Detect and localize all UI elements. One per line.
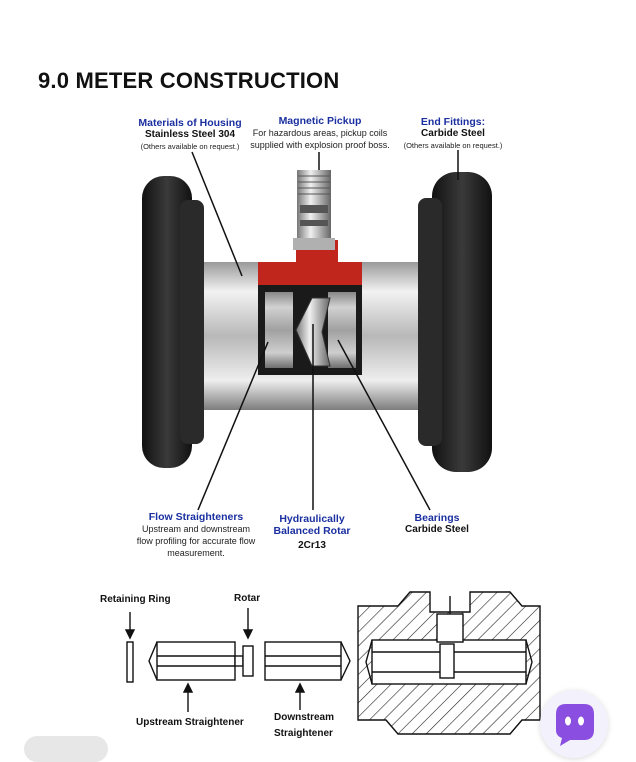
callout-pickup-line1: For hazardous areas, pickup coils [252,128,388,138]
leader-lines [191,150,459,511]
left-flange [142,176,204,468]
callout-straighteners-line1: Upstream and downstream [141,524,251,534]
callout-rotar-title1: Hydraulically [279,513,345,525]
callout-fittings-note: (Others available on request.) [403,141,503,150]
callout-housing-note: (Others available on request.) [140,142,240,151]
callout-pickup: Magnetic Pickup For hazardous areas, pic… [242,115,398,151]
callout-bearings-material: Carbide Steel [405,524,469,535]
assembly-diagram [124,608,351,712]
callout-bearings-title: Bearings [414,512,460,524]
callout-straighteners: Flow Straighteners Upstream and downstre… [124,511,268,559]
callout-housing-title: Materials of Housing [138,117,242,129]
diagram-rotar-label: Rotar [234,593,261,604]
callout-bearings: Bearings Carbide Steel [396,512,478,536]
callout-fittings-title: End Fittings: [420,116,486,128]
callout-housing-material: Stainless Steel 304 [144,129,236,140]
section-title: 9.0 METER CONSTRUCTION [38,68,340,93]
diagram-downstream-label-1: Downstream [274,712,335,723]
callout-pickup-line2: supplied with explosion proof boss. [250,140,390,150]
callout-pickup-title: Magnetic Pickup [278,115,362,127]
diagram-retaining-ring-label: Retaining Ring [100,594,171,605]
callout-straighteners-line3: measurement. [167,548,225,558]
page-indicator-pill[interactable] [24,736,108,762]
callout-fittings: End Fittings: Carbide Steel (Others avai… [398,116,508,152]
magnetic-pickup [293,170,335,250]
assistant-button[interactable] [540,690,608,758]
callout-rotar-title2: Balanced Rotar [273,525,351,537]
housing-cutaway [258,240,362,285]
assistant-icon [556,704,594,746]
diagram-downstream-label-2: Straightener [274,728,333,739]
callout-housing: Materials of Housing Stainless Steel 304… [120,117,260,153]
callout-fittings-material: Carbide Steel [421,128,485,139]
callout-straighteners-title: Flow Straighteners [148,511,244,523]
callout-straighteners-line2: flow profiling for accurate flow [136,536,256,546]
callout-rotar: Hydraulically Balanced Rotar 2Cr13 [266,513,358,552]
callout-rotar-material: 2Cr13 [298,540,326,551]
right-flange [418,172,492,472]
diagram-upstream-label: Upstream Straightener [136,717,244,728]
cross-section-diagram [357,591,541,735]
